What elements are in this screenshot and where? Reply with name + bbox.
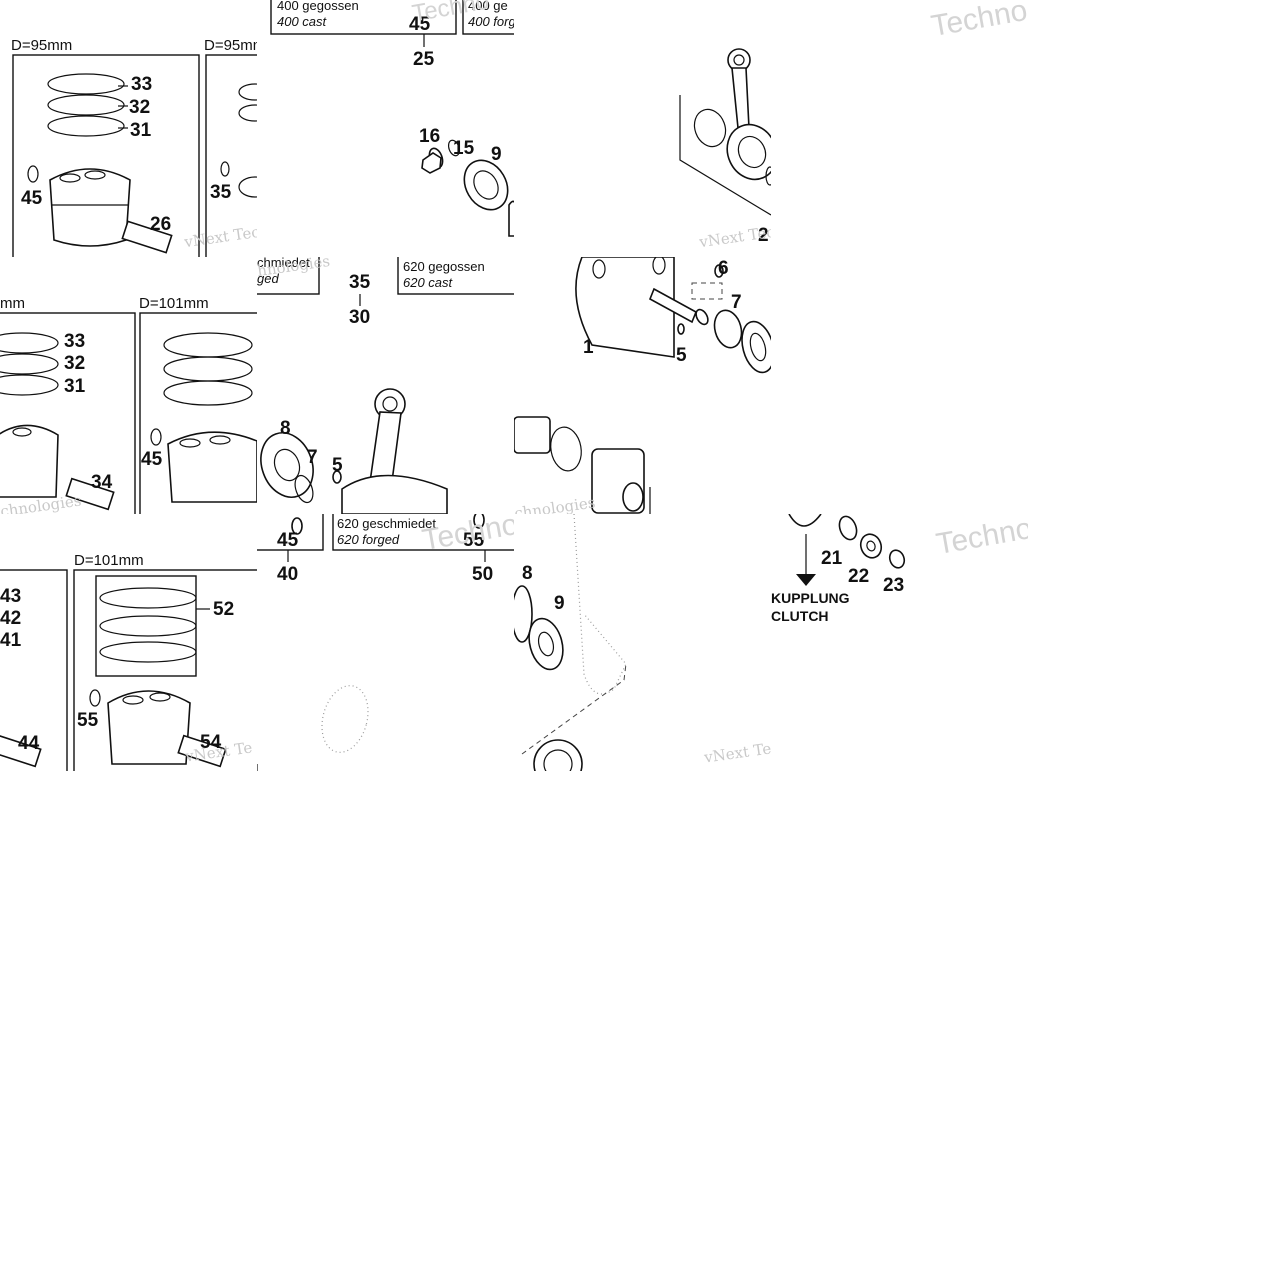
variant-note-400-forged: 400 ge 400 forg (468, 0, 514, 29)
part-label-43: 43 (0, 586, 22, 607)
variant-note-620-cast: 620 gegossen 620 cast (403, 259, 485, 290)
part-label-45: 45 (277, 530, 299, 551)
part-label-31: 31 (64, 376, 86, 397)
variant-note-italic: 620 forged (337, 531, 400, 547)
piston-101-drawing (0, 312, 257, 514)
piston-95-drawing (12, 54, 257, 257)
variant-note-line: 620 forged (337, 532, 436, 548)
part-label-9: 9 (554, 593, 565, 614)
clutch-end-drawing (788, 514, 906, 586)
variant-note-line: 400 ge (468, 0, 508, 13)
part-label-16: 16 (419, 126, 441, 147)
part-label-44: 44 (18, 733, 40, 754)
part-label-23: 23 (883, 575, 905, 596)
tile-bearing-gear: 8 9 vNext Te (514, 514, 771, 771)
part-label-22: 22 (848, 566, 870, 587)
tile-conrod-400: 400 gegossen 400 cast 400 ge 400 forg 45… (257, 0, 514, 257)
variant-note-line: chmiedet (257, 257, 310, 270)
tile-piston-620: D=101mm 43 42 41 52 55 44 54 vNext Te (0, 514, 257, 771)
variant-note-italic: 620 cast (403, 274, 453, 290)
piston-620-drawing (0, 569, 257, 771)
dim-label-95-left: D=95mm (11, 37, 73, 54)
part-label-1: 1 (583, 337, 594, 358)
part-label-21: 21 (821, 548, 843, 569)
tile-conrod: 2 vNext Tec (514, 0, 771, 257)
tile-conrod-620: 620 geschmiedet 620 forged 45 40 55 50 T… (257, 514, 514, 771)
part-label-52: 52 (213, 599, 235, 620)
part-label-32: 32 (64, 353, 86, 374)
part-label-42: 42 (0, 608, 22, 629)
variant-note-line: 400 cast (277, 14, 359, 30)
part-label-9: 9 (491, 144, 502, 165)
clutch-reference: KUPPLUNG CLUTCH (771, 590, 850, 625)
part-label-40: 40 (277, 564, 299, 585)
variant-note-620-forged: 620 geschmiedet 620 forged (337, 516, 436, 547)
tile-crankshaft-rod: chmiedet ged 620 gegossen 620 cast 35 30… (257, 257, 514, 514)
part-label-5: 5 (332, 455, 343, 476)
dim-label-101: D=101mm (139, 295, 209, 312)
part-label-7: 7 (307, 447, 318, 468)
tile-piston-95mm: D=95mm D=95mm 33 32 31 45 35 26 vNext Te… (0, 0, 257, 257)
crankshaft-half-drawing (514, 257, 771, 514)
part-label-6: 6 (718, 258, 729, 279)
variant-note-line: ged (257, 271, 310, 287)
part-label-45: 45 (21, 188, 43, 209)
dim-label-101: D=101mm (74, 552, 144, 569)
variant-note-400-cast: 400 gegossen 400 cast (277, 0, 359, 29)
part-label-35: 35 (210, 182, 232, 203)
part-label-54: 54 (200, 732, 222, 753)
tile-blank-top-right: Techno (771, 0, 1028, 257)
part-label-31: 31 (130, 120, 152, 141)
watermark: Techno (928, 0, 1028, 44)
part-label-35: 35 (349, 272, 371, 293)
tile-piston-101mm: mm D=101mm 33 32 31 45 34 chnologies (0, 257, 257, 514)
variant-note-line: 400 forg (468, 14, 514, 30)
bearing-gear-drawing (514, 514, 627, 771)
dim-label-mm: mm (0, 295, 25, 312)
part-label-32: 32 (129, 97, 151, 118)
variant-note-line: 620 cast (403, 275, 485, 291)
part-label-45: 45 (141, 449, 163, 470)
variant-note-line: 620 gegossen (403, 259, 485, 274)
part-label-7: 7 (731, 292, 742, 313)
variant-note-line: 620 geschmiedet (337, 516, 437, 531)
variant-note-italic: ged (257, 270, 279, 286)
conrod-drawing (679, 48, 771, 216)
clutch-label-en: CLUTCH (771, 607, 829, 624)
part-label-15: 15 (453, 138, 475, 159)
crankshaft-rod-drawing (257, 257, 514, 514)
part-label-8: 8 (522, 563, 533, 584)
variant-note-italic: 400 forg (468, 13, 514, 29)
conrod-620-drawing (257, 514, 514, 771)
part-label-50: 50 (472, 564, 494, 585)
part-label-5: 5 (676, 345, 687, 366)
tile-clutch-end: 21 22 23 KUPPLUNG CLUTCH Techno (771, 514, 1028, 771)
part-label-55: 55 (77, 710, 99, 731)
part-label-8: 8 (280, 418, 291, 439)
part-label-34: 34 (91, 472, 113, 493)
part-label-33: 33 (64, 331, 86, 352)
arrow-down-icon (796, 574, 816, 586)
part-label-2: 2 (758, 225, 769, 246)
clutch-label-de: KUPPLUNG (771, 590, 850, 606)
part-label-33: 33 (131, 74, 153, 95)
variant-note-620-forged-partial: chmiedet ged (257, 257, 310, 286)
part-label-26: 26 (150, 214, 172, 235)
part-label-45: 45 (409, 14, 431, 35)
conrod-400-drawing (270, 0, 514, 237)
tile-crankshaft-half: 6 7 1 5 chnologies (514, 257, 771, 514)
dim-label-95-right: D=95mm (204, 37, 257, 54)
variant-note-line: 400 gegossen (277, 0, 359, 13)
part-label-41: 41 (0, 630, 22, 651)
part-label-30: 30 (349, 307, 371, 328)
part-label-55: 55 (463, 530, 485, 551)
variant-note-italic: 400 cast (277, 13, 327, 29)
part-label-25: 25 (413, 49, 435, 70)
